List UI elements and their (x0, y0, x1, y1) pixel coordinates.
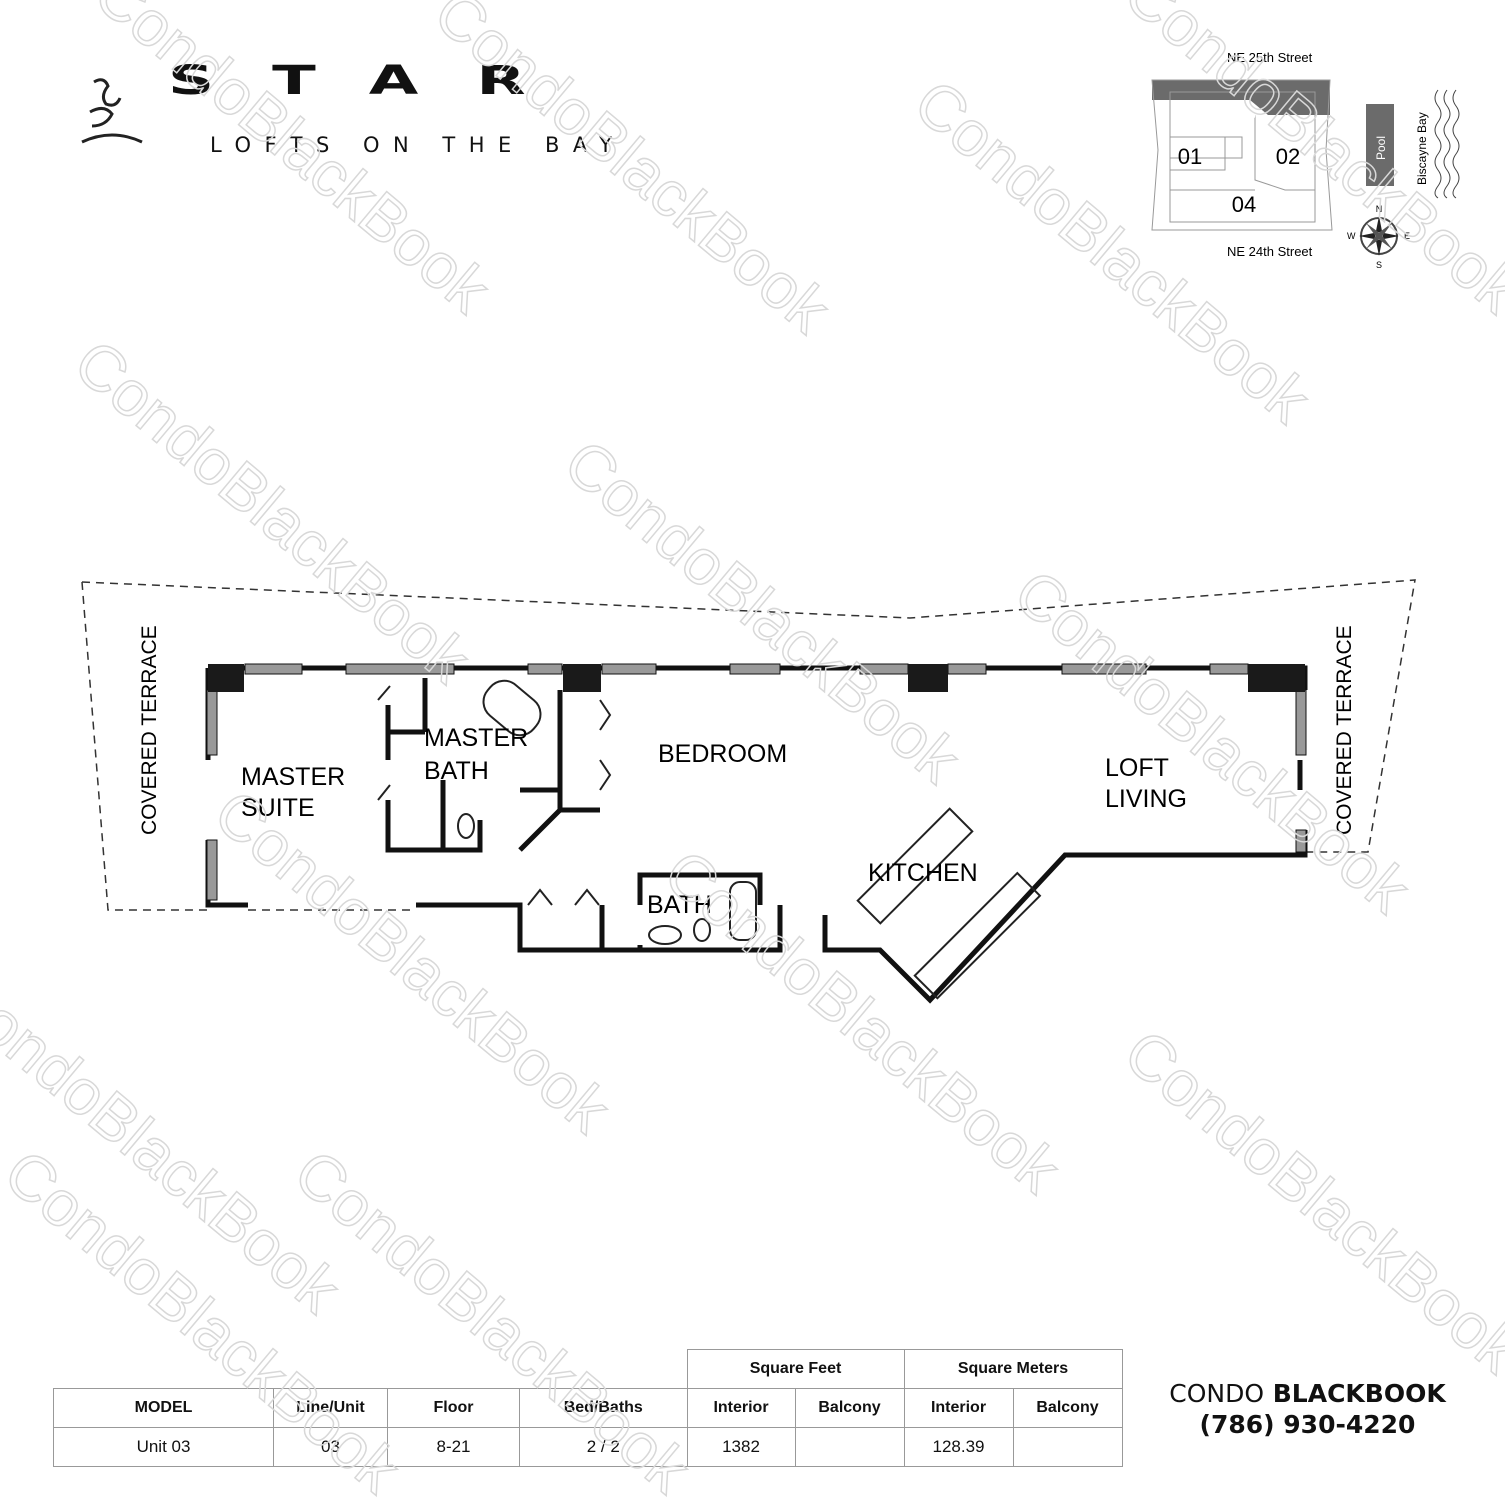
room-label-bedroom: BEDROOM (658, 740, 787, 768)
pool-label: Pool (1374, 136, 1388, 160)
header-cell: Interior (903, 1388, 1014, 1428)
pool (1366, 104, 1394, 186)
unit-label: 03 (1232, 100, 1256, 125)
room-label-covered-terrace: COVERED TERRACE (1333, 625, 1356, 835)
unit-03-highlight (1152, 80, 1330, 115)
bathtub-icon (482, 679, 542, 737)
room-label-loft-living: LIVING (1105, 785, 1187, 813)
logo-title: STAR (168, 58, 584, 104)
toilet-icon (457, 813, 475, 839)
key-plan: NE 25th Street 03 01 02 04 NE 24th Stree… (1151, 50, 1460, 270)
cell-floor: 8-21 (387, 1427, 520, 1467)
water-waves-icon (1434, 89, 1460, 199)
room-label-master-bath: MASTER (424, 724, 528, 752)
brand-name-bold: BLACKBOOK (1272, 1379, 1446, 1408)
columns (208, 664, 1305, 692)
compass-n: N (1376, 204, 1383, 214)
sink-icon (648, 925, 682, 945)
cell-bed-baths: 2 / 2 (519, 1427, 688, 1467)
unit-label: 02 (1276, 144, 1300, 169)
room-label-master-bath: BATH (424, 757, 489, 785)
unit-label: 04 (1232, 192, 1256, 217)
cell-model: Unit 03 (53, 1427, 274, 1467)
logo-subtitle: LOFTS ON THE BAY (210, 133, 626, 157)
room-label-loft-living: LOFT (1105, 754, 1169, 782)
cell-sqft-interior: 1382 (686, 1427, 796, 1467)
compass-w: W (1347, 231, 1356, 241)
brand-phone: (786) 930-4220 (1199, 1410, 1416, 1439)
header-cell: MODEL (53, 1388, 274, 1428)
south-street-label: NE 24th Street (1227, 244, 1313, 259)
table-row: Unit 03 03 8-21 2 / 2 1382 128.39 (53, 1427, 1123, 1467)
walls (205, 665, 1308, 1004)
terrace-outline (81, 579, 1416, 911)
compass-s: S (1376, 260, 1382, 270)
group-header-square-meters: Square Meters (903, 1349, 1123, 1389)
unit-info-table: Square Feet Square Meters MODEL Line/Uni… (53, 1349, 1123, 1467)
north-street-label: NE 25th Street (1227, 50, 1313, 65)
toilet-icon (693, 918, 711, 942)
cell-sqft-balcony (794, 1427, 905, 1467)
logo-glyph (72, 72, 152, 162)
header-cell: Balcony (794, 1388, 905, 1428)
cell-sqm-interior: 128.39 (903, 1427, 1014, 1467)
compass-icon: N S E W (1347, 204, 1410, 270)
bathtub-icon (729, 881, 757, 941)
header-cell: Balcony (1012, 1388, 1123, 1428)
brand-block: CONDO BLACKBOOK (786) 930-4220 (1145, 1378, 1470, 1440)
cell-sqm-balcony (1012, 1427, 1123, 1467)
unit-label: 01 (1178, 144, 1202, 169)
header-cell: Interior (686, 1388, 796, 1428)
room-label-master-suite: MASTER (241, 763, 345, 791)
brand-name-light: CONDO (1169, 1379, 1265, 1408)
header-cell: Line/Unit (273, 1388, 388, 1428)
room-label-bath: BATH (647, 891, 712, 919)
room-label-covered-terrace: COVERED TERRACE (138, 625, 161, 835)
room-label-master-suite: SUITE (241, 794, 315, 822)
table-header-row: MODEL Line/Unit Floor Bed/Baths Interior… (53, 1388, 1123, 1428)
compass-e: E (1404, 231, 1410, 241)
header-cell: Bed/Baths (519, 1388, 688, 1428)
group-header-square-feet: Square Feet (686, 1349, 905, 1389)
room-label-kitchen: KITCHEN (868, 859, 978, 887)
floor-plan: COVERED TERRACE COVERED TERRACE MASTER S… (81, 579, 1416, 1004)
kitchen-island (856, 807, 974, 925)
fixtures (377, 679, 1042, 1000)
water-label: Biscayne Bay (1415, 112, 1429, 185)
header-cell: Floor (387, 1388, 520, 1428)
windows (206, 663, 1307, 901)
cell-line-unit: 03 (273, 1427, 388, 1467)
kitchen-counter (913, 871, 1042, 1000)
